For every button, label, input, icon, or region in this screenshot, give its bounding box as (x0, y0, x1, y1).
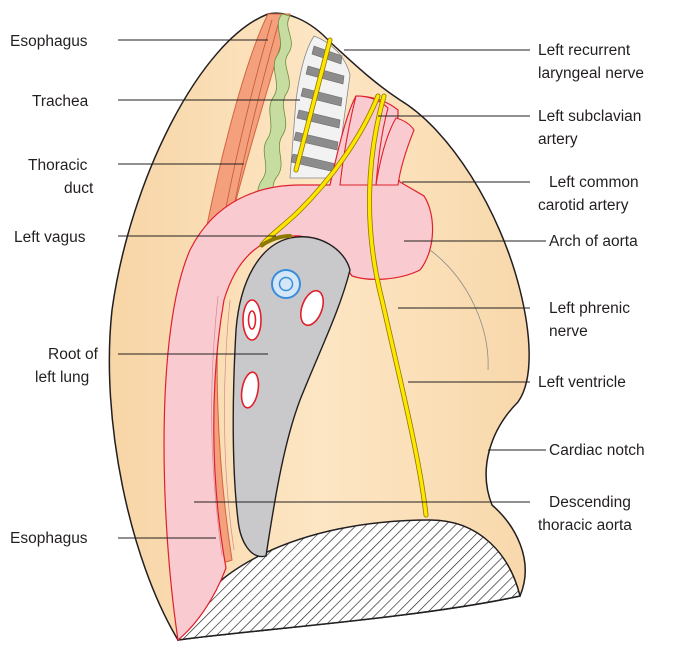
label-carotid-line1: Left common (549, 174, 639, 191)
label-cardiac-notch: Cardiac notch (549, 442, 645, 459)
bronchus (272, 270, 300, 298)
label-recurrent-line1: Left recurrent (538, 42, 631, 59)
label-phrenic-line1: Left phrenic (549, 300, 630, 317)
label-subclavian-line2: artery (538, 131, 578, 148)
label-esophagus-top: Esophagus (10, 33, 88, 50)
label-arch-of-aorta: Arch of aorta (549, 233, 638, 250)
label-descending-line1: Descending (549, 494, 631, 511)
label-left-vagus: Left vagus (14, 229, 86, 246)
label-trachea: Trachea (32, 93, 89, 110)
label-left-ventricle: Left ventricle (538, 374, 626, 391)
label-subclavian-line1: Left subclavian (538, 108, 641, 125)
label-root-of-lung-line2: left lung (35, 369, 89, 386)
label-root-of-lung-line1: Root of (48, 346, 99, 363)
label-thoracic-duct-line1: Thoracic (28, 157, 88, 174)
label-thoracic-duct-line2: duct (64, 180, 94, 197)
label-recurrent-line2: laryngeal nerve (538, 65, 644, 82)
label-esophagus-bottom: Esophagus (10, 530, 88, 547)
label-phrenic-line2: nerve (549, 323, 588, 340)
label-carotid-line2: carotid artery (538, 197, 629, 214)
label-descending-line2: thoracic aorta (538, 517, 632, 534)
